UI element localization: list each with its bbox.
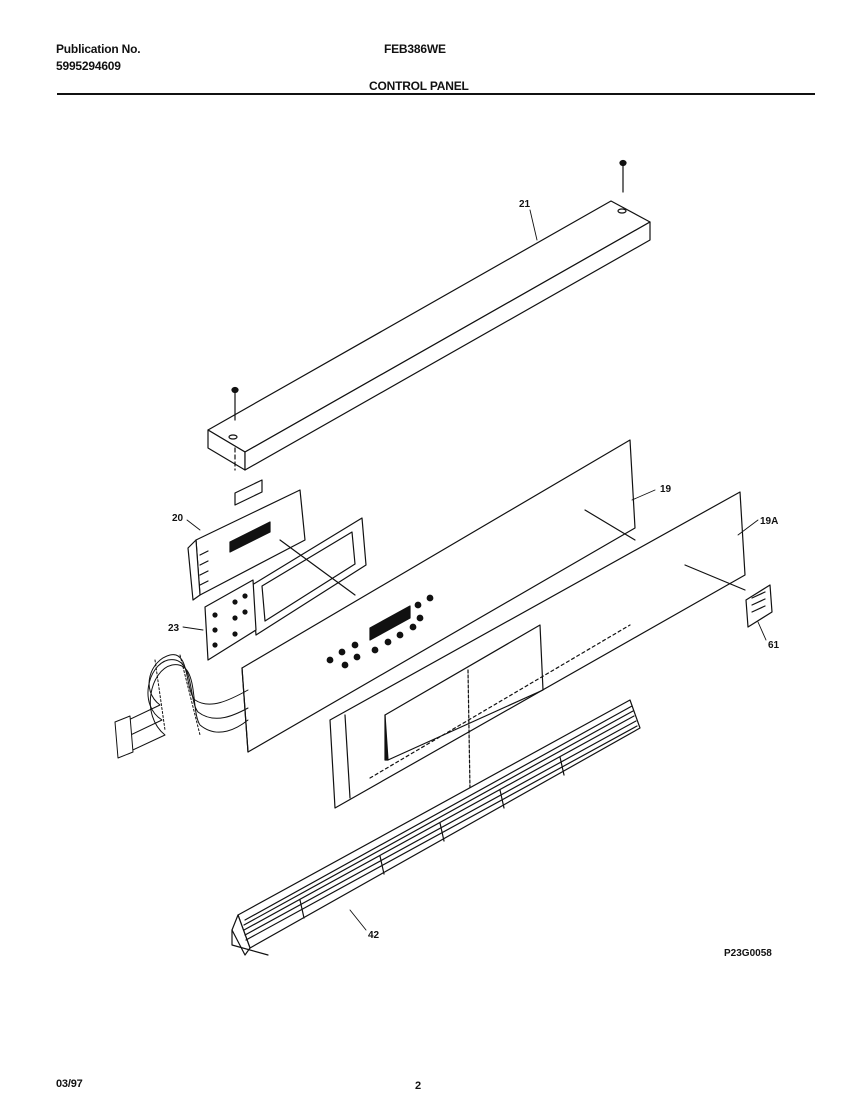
callout-19a: 19A [760,516,778,527]
callout-20: 20 [172,513,184,524]
callout-23: 23 [168,623,180,634]
callout-21: 21 [519,199,531,210]
publication-number: 5995294609 [56,59,121,73]
screw-icon [619,159,627,193]
part-61-label [745,584,773,628]
wire-harness [114,654,249,759]
page-number: 2 [415,1080,421,1092]
callout-61: 61 [768,640,780,651]
part-19a-glass-panel [329,491,746,809]
part-19-control-panel [241,439,636,753]
footer-date: 03/97 [56,1078,83,1090]
part-42-vent-grille [231,699,641,956]
screw-icon [231,386,239,471]
section-title: CONTROL PANEL [369,79,469,93]
part-21-top-trim [207,200,651,471]
callout-42: 42 [368,930,380,941]
header-rule [57,93,815,95]
model-number: FEB386WE [384,42,446,56]
publication-label: Publication No. [56,42,141,56]
part-23-mounting-plate [204,579,257,661]
part-20-control-board [187,479,306,601]
figure-id: P23G0058 [724,948,772,959]
leader-lines [182,209,767,931]
callout-19: 19 [660,484,672,495]
